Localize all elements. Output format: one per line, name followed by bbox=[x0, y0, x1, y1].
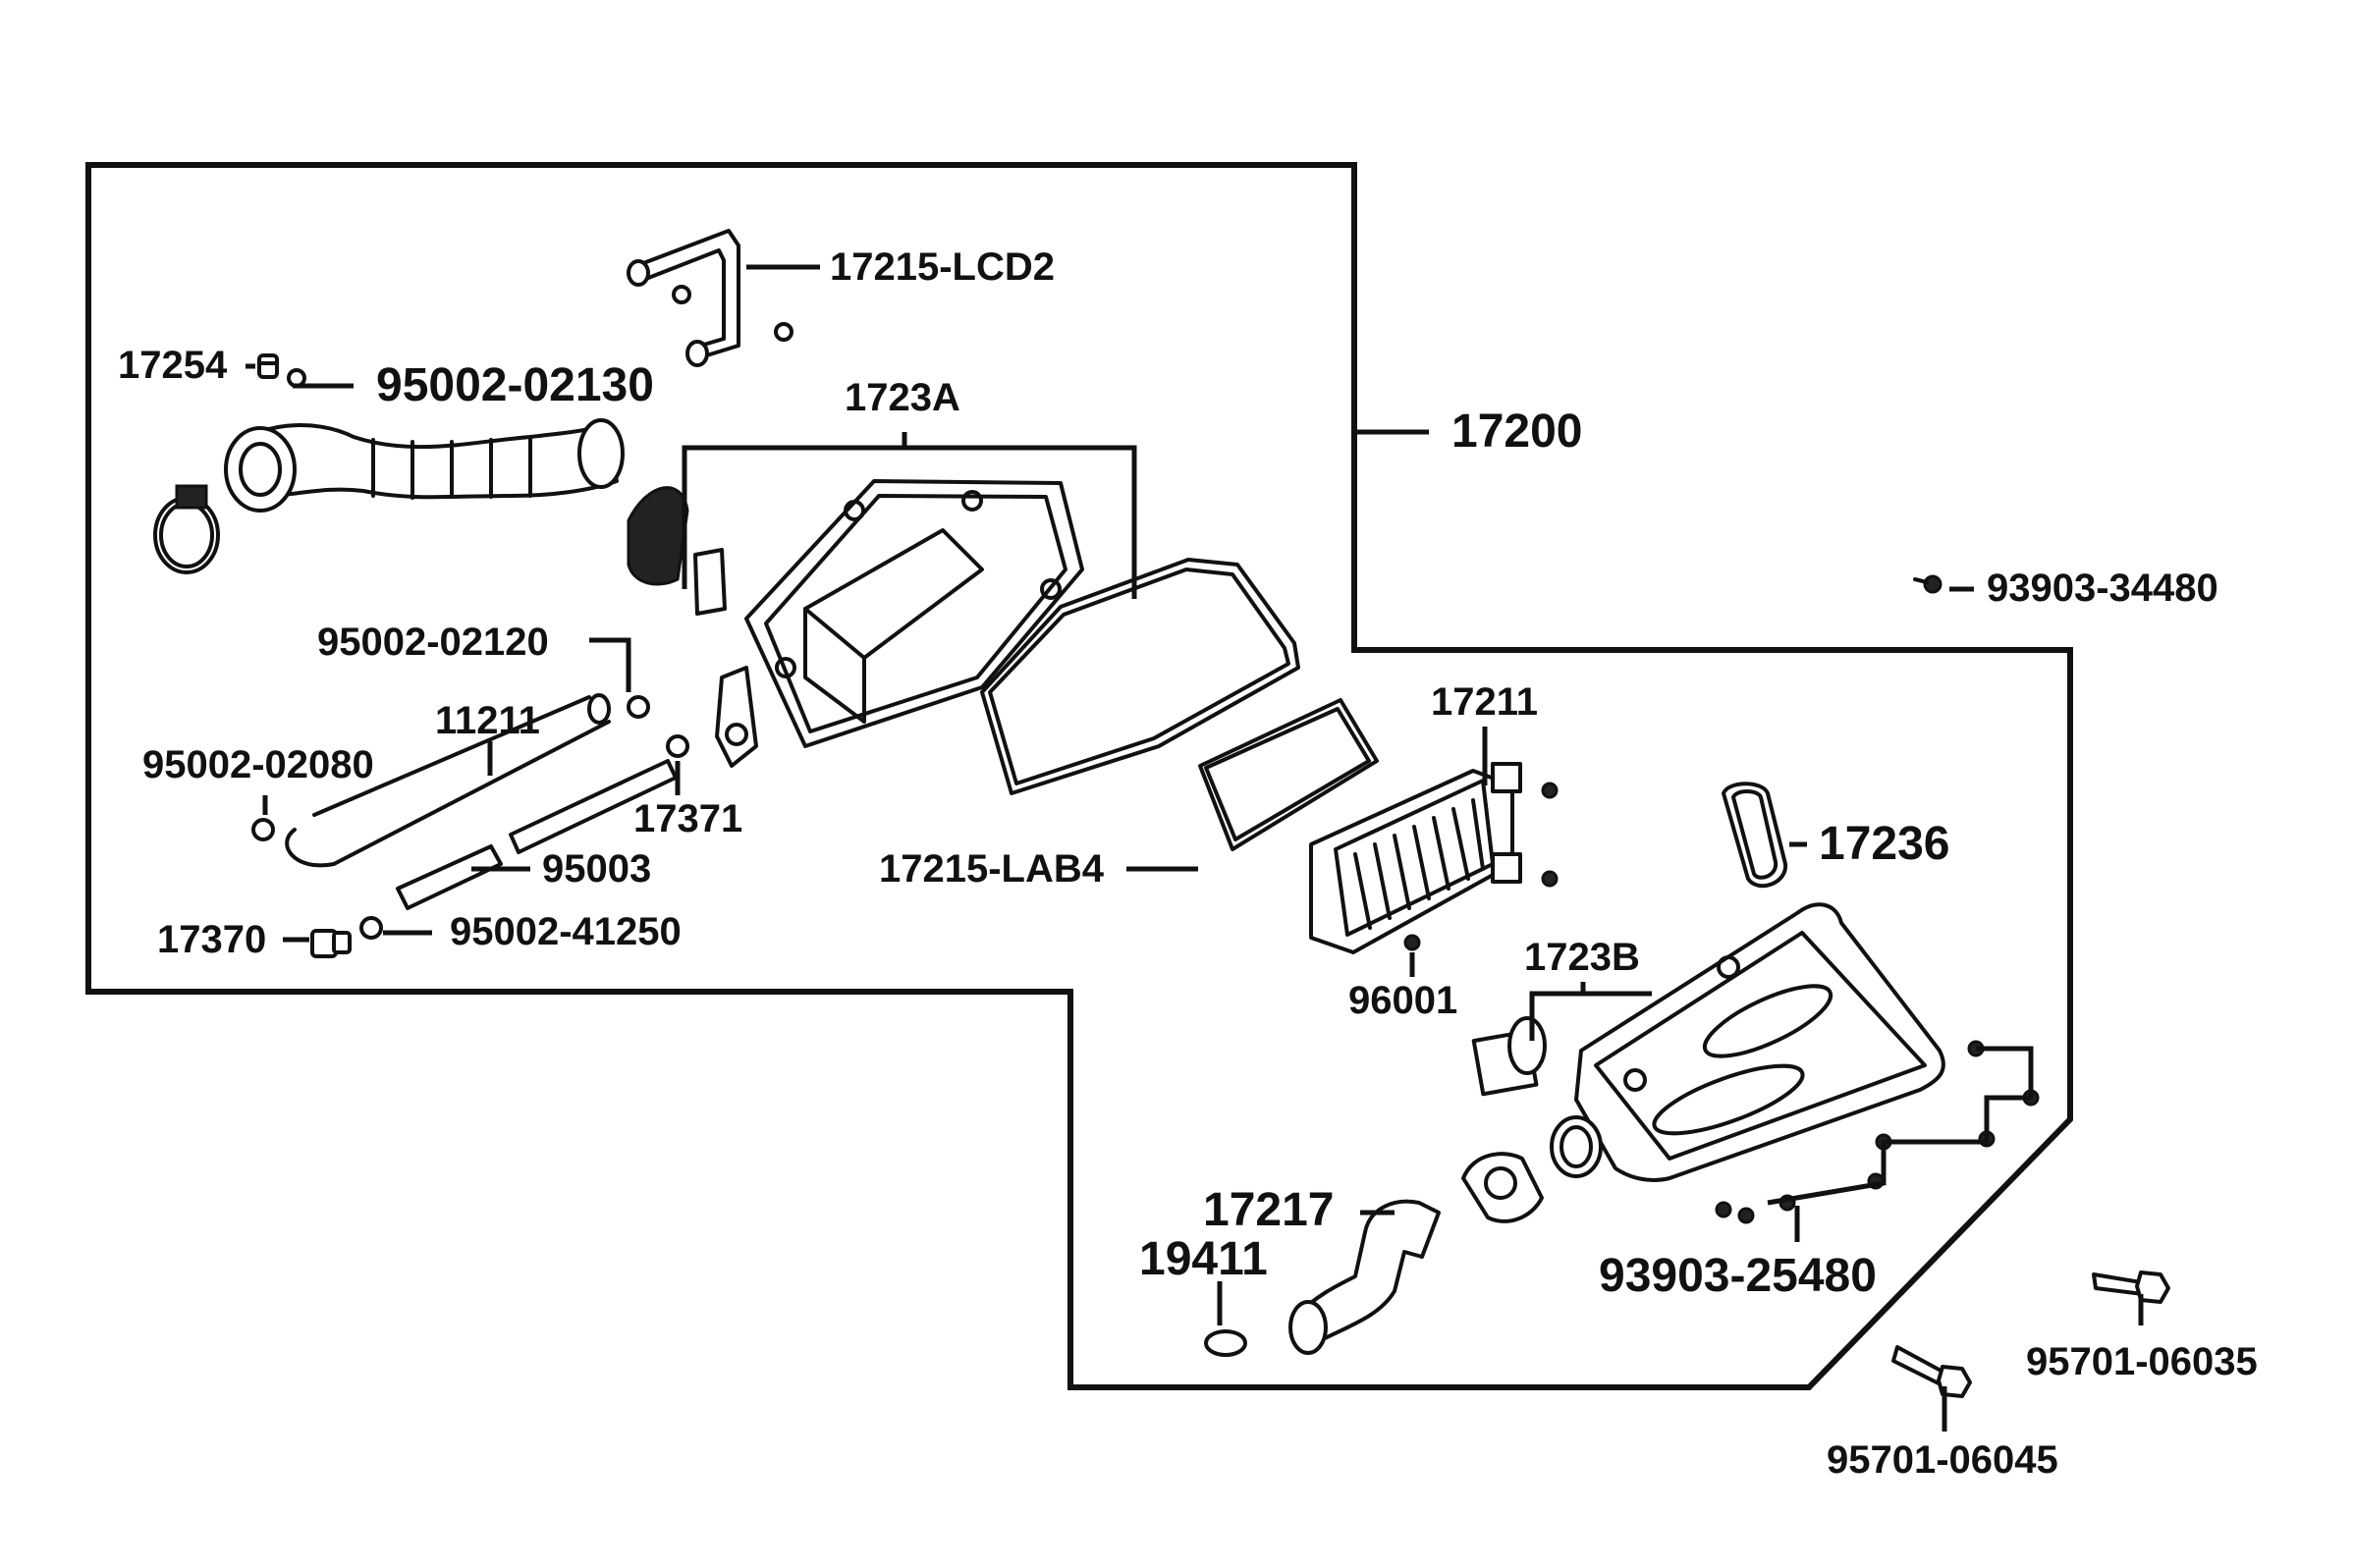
bolt-06045-part bbox=[1891, 1345, 1972, 1398]
drain-plug-part bbox=[310, 929, 352, 958]
clip-02120-part bbox=[627, 695, 650, 719]
cap-part bbox=[666, 734, 689, 758]
filter-screws-part bbox=[1403, 782, 1559, 951]
label-93903-34480: 93903-34480 bbox=[1987, 567, 2218, 610]
intake-tube-part bbox=[1288, 1152, 1544, 1355]
label-17254: 17254 bbox=[118, 344, 228, 387]
label-95002-02120: 95002-02120 bbox=[317, 621, 549, 664]
label-17217: 17217 bbox=[1203, 1184, 1334, 1236]
clip-41250-part bbox=[359, 916, 383, 940]
label-93903-25480: 93903-25480 bbox=[1599, 1250, 1877, 1302]
gasket-17236-part bbox=[1722, 782, 1788, 889]
bolt-06035-part bbox=[2092, 1271, 2170, 1304]
filter-seal-part bbox=[980, 558, 1379, 851]
label-11211: 11211 bbox=[435, 699, 540, 742]
leader-lines bbox=[246, 264, 2144, 1432]
label-95701-06045: 95701-06045 bbox=[1827, 1438, 2058, 1482]
label-95002-02130: 95002-02130 bbox=[376, 359, 654, 411]
air-cleaner-cover-part bbox=[1550, 902, 1945, 1182]
screw-34480-part bbox=[1913, 574, 1943, 594]
cover-flange-part bbox=[1471, 1016, 1547, 1097]
label-17236: 17236 bbox=[1819, 818, 1949, 870]
inlet-duct-part bbox=[224, 418, 625, 513]
label-96001: 96001 bbox=[1348, 979, 1457, 1022]
air-cleaner-case-part bbox=[715, 479, 1084, 768]
label-95002-02080: 95002-02080 bbox=[142, 743, 374, 786]
label-1723a: 1723A bbox=[845, 376, 960, 419]
label-19411: 19411 bbox=[1139, 1233, 1268, 1285]
label-95002-41250: 95002-41250 bbox=[450, 910, 682, 953]
label-17211: 17211 bbox=[1431, 680, 1538, 724]
label-17200: 17200 bbox=[1451, 406, 1582, 458]
drain-tube-part bbox=[627, 229, 793, 367]
label-17215-lab4: 17215-LAB4 bbox=[879, 847, 1105, 891]
label-17371: 17371 bbox=[633, 797, 742, 840]
filter-element-part bbox=[1309, 762, 1522, 954]
clip-02080-part bbox=[251, 818, 275, 841]
breather-hose-part bbox=[285, 693, 611, 868]
label-1723b: 1723B bbox=[1524, 936, 1640, 979]
clip-19411-part bbox=[1204, 1329, 1247, 1357]
hose-clamp-part bbox=[153, 484, 220, 574]
label-95003: 95003 bbox=[542, 847, 651, 891]
label-17215-lcd2: 17215-LCD2 bbox=[830, 245, 1055, 289]
bracket-part bbox=[627, 486, 727, 616]
plug-part bbox=[257, 353, 279, 379]
label-17370: 17370 bbox=[157, 918, 266, 961]
assembly-boundary bbox=[85, 162, 2073, 1390]
label-95701-06035: 95701-06035 bbox=[2026, 1340, 2258, 1383]
